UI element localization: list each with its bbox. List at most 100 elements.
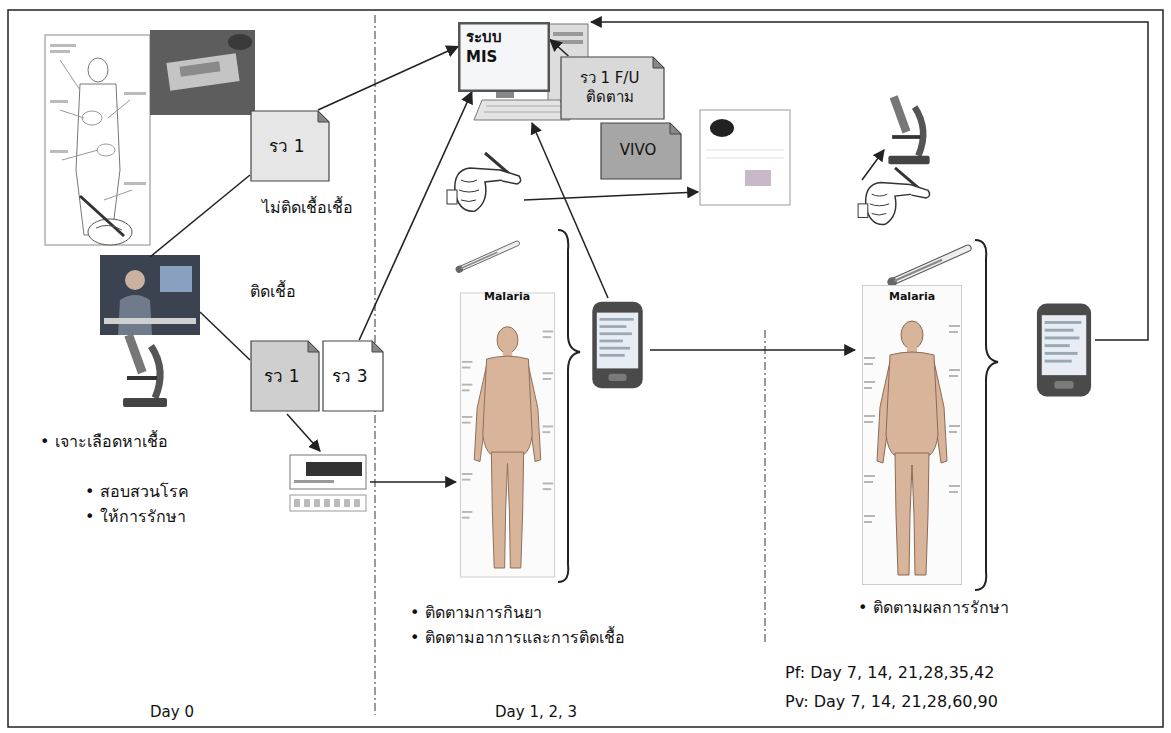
flow-arrow [532,123,608,298]
lab-photo [118,295,152,335]
malaria-poster [124,182,146,185]
microscope [123,333,167,407]
drug-package [306,462,362,476]
document-fold [318,111,329,122]
connector-arrow [550,40,568,57]
report-form: รว 3 [322,340,384,412]
drug-package [294,499,300,507]
report-form: VIVO [600,122,682,180]
flow-arrow [650,349,855,351]
drug-package [294,480,334,483]
malaria-poster [124,92,146,95]
link-line [200,312,250,360]
malaria-poster [45,35,150,245]
monitor-outline [459,23,549,91]
branch-label: ติดเชื้อ [250,282,296,302]
node-text: รว 3 [332,365,367,387]
malaria-poster [45,35,150,245]
drug-package [334,499,340,507]
hand-with-pen [96,225,122,230]
document-outline [323,341,383,411]
node-text: ระบบ MIS [466,28,518,67]
link-line [150,175,250,257]
malaria-symptom-figure [460,293,554,577]
thermometer [886,243,973,289]
field-photo [166,53,239,90]
computer [553,40,583,44]
day-label: Day 1, 2, 3 [495,703,577,722]
malaria-poster [60,60,132,200]
computer [496,92,514,98]
lab-photo [100,255,200,335]
document-outline [251,111,329,181]
lab-photo [104,318,196,324]
drug-package [294,499,360,507]
bracket [558,230,580,582]
node-text: รว 1 [269,135,304,157]
malaria-poster [50,100,68,103]
day-divider [765,330,766,645]
drug-package [344,499,350,507]
field-photo [150,30,255,115]
malaria-poster [50,44,76,47]
bracket [975,240,998,590]
blood-slide [710,119,734,137]
malaria-poster [82,111,102,125]
flow-arrow [524,192,698,200]
mis-monitor: ระบบ MIS [458,22,550,92]
blood-slide [700,110,790,205]
figure-title: Malaria [484,290,530,304]
blood-slide [700,110,790,205]
drug-package [314,499,320,507]
drug-package [290,455,366,489]
hand-with-pen [80,196,132,245]
mobile-phone [592,302,642,388]
malaria-poster [50,44,146,185]
document-fold [308,341,319,352]
field-photo [228,34,252,50]
report-form: รว 1 [250,110,330,182]
field-photo [179,61,220,76]
computer [484,106,566,112]
lab-photo [125,270,145,290]
microscope [888,95,929,164]
connector-arrow [318,47,458,111]
mobile-phone [1037,304,1091,397]
schedule-note: Pv: Day 7, 14, 21,28,60,90 [785,692,998,712]
node-text: รว 1 F/U ติดตาม [568,69,651,108]
blood-slide [745,170,771,186]
flow-arrow [862,150,884,180]
hand-with-pen [80,196,124,236]
finger-prick [858,168,929,225]
branch-label: ไม่ติดเชื้อเชื้อ [262,198,353,218]
drug-package [290,455,366,511]
figure-title: Malaria [889,290,935,304]
drug-package [304,499,310,507]
flow-arrow [591,22,1148,340]
step-bullet: • สอบสวนโรค [85,482,189,502]
document-fold [372,341,383,352]
step-bullet: • ติดตามอาการและการติดเชื้อ [410,628,625,648]
thermometer [455,239,521,274]
report-form: รว 1 [250,340,320,412]
malaria-poster [88,58,108,82]
flow-arrow [370,481,456,483]
document-outline [251,341,319,411]
finger-prick [447,153,521,211]
malaria-poster [50,50,70,53]
document-outline [601,123,681,179]
malaria-poster [50,150,68,153]
lab-photo [160,266,192,292]
drug-package [324,499,330,507]
frame [8,10,1163,727]
document-fold [653,57,664,68]
document-outline [561,57,664,119]
field-photo [150,30,255,115]
flow-arrow [287,414,320,451]
computer [553,32,583,36]
step-bullet: • เจาะเลือดหาเชื้อ [40,432,168,452]
schedule-note: Pf: Day 7, 14, 21,28,35,42 [785,663,994,683]
malaria-poster [97,144,115,156]
node-text: VIVO [620,141,657,161]
